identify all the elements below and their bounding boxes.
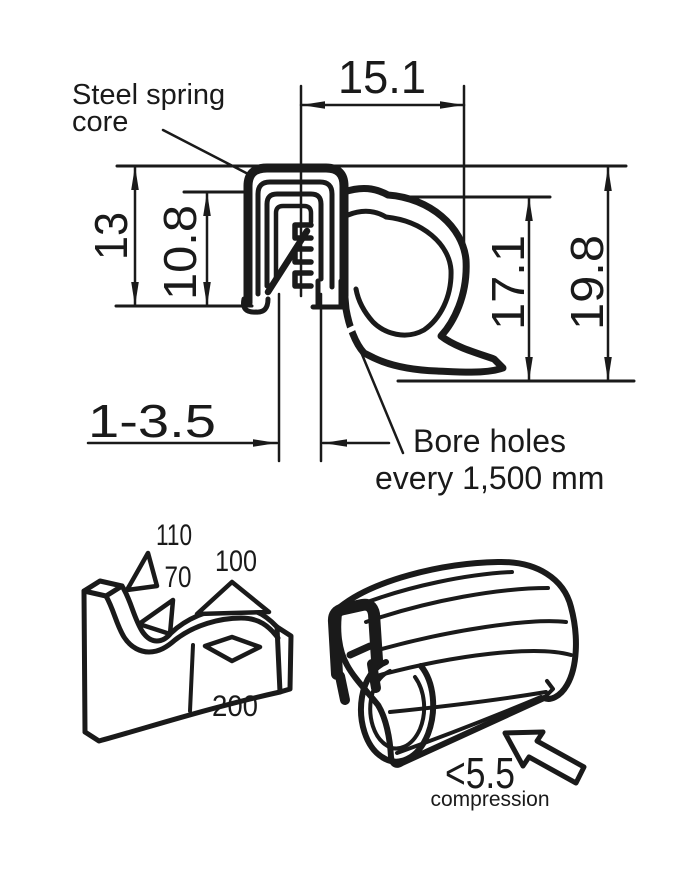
dim-grip-range: 1-3.5 [88,395,216,447]
seal-clamp-end-face [327,598,383,705]
radius-110: 110 [156,519,192,552]
bend-arrow-110-icon [124,550,160,593]
radius-100: 100 [215,545,257,578]
dim-total-height: 19.8 [561,235,613,330]
seal-3d-view: <5.5 compression [327,558,587,811]
flange-left-edge [81,588,88,735]
clamp-left-foot [241,296,271,315]
bore-holes-label-line1: Bore holes [413,423,566,459]
steel-core-label-line1: Steel spring [72,79,225,111]
steel-core-label-line2: core [72,106,128,138]
seal-tube-outer [358,659,437,765]
bend-arrow-70-icon [136,597,176,637]
compression-label: compression [430,788,549,811]
flange-end-cap [274,624,294,695]
radius-70: 70 [165,561,192,594]
dim-top-width: 15.1 [338,51,426,103]
radius-200: 200 [212,690,258,723]
bend-arrow-200-icon [202,634,263,664]
leader-bore-holes [359,350,405,455]
leader-steel-core [161,128,254,178]
dimension-lines [86,101,612,447]
bulb-seal-profile [337,184,507,376]
reference-lines [114,84,636,463]
seal-surface-stripes [352,570,573,755]
bend-radius-view: 110 70 100 200 [81,519,294,744]
dim-bulb-height: 17.1 [482,235,534,330]
flange-near-edge [103,593,281,655]
flange-top-face [81,578,125,599]
bore-holes-label-line2: every 1,500 mm [375,460,604,496]
bend-arrow-100-icon [194,579,272,617]
bulb-outer-wall [340,184,507,376]
wall-break-mark [337,324,358,338]
clamp-profile [241,163,349,315]
compression-arrow-icon [502,729,587,786]
flange-bottom-edge [82,689,283,744]
clamp-right-foot [310,278,349,310]
cross-section-view: 15.1 13 10.8 17.1 19.8 1-3.5 Steel sprin… [72,51,636,496]
compression-value: <5.5 [445,749,515,798]
dim-inner-height: 10.8 [154,205,206,300]
bulb-inner-wall [345,208,454,338]
gripper-finger [264,227,311,296]
dim-outer-height: 13 [85,212,137,260]
flange-front-crease [188,643,195,713]
